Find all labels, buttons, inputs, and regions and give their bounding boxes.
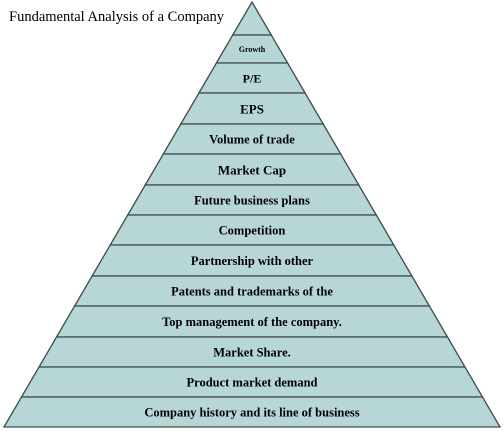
pyramid-layer-label: Future business plans (194, 194, 310, 208)
pyramid-layer-label: Growth (239, 45, 266, 54)
pyramid-layer (2, 396, 502, 428)
pyramid-layer-label: Competition (219, 224, 286, 238)
pyramid-layer-label: Top management of the company. (162, 315, 342, 329)
pyramid-layer-label: Market Cap (218, 163, 286, 178)
pyramid-layer-label: Company history and its line of business (144, 406, 359, 420)
pyramid-layer-label: Market Share. (213, 346, 291, 360)
pyramid-layer-label: P/E (243, 72, 262, 86)
pyramid-layer-label: Partnership with other (191, 254, 314, 268)
pyramid-layer-label: Product market demand (186, 376, 317, 390)
pyramid-layer-label: EPS (240, 102, 264, 117)
pyramid-apex (231, 0, 273, 36)
pyramid-layer-label: Patents and trademarks of the (171, 285, 333, 299)
pyramid-layer-label: Volume of trade (209, 133, 295, 147)
diagram-title: Fundamental Analysis of a Company (9, 9, 225, 25)
